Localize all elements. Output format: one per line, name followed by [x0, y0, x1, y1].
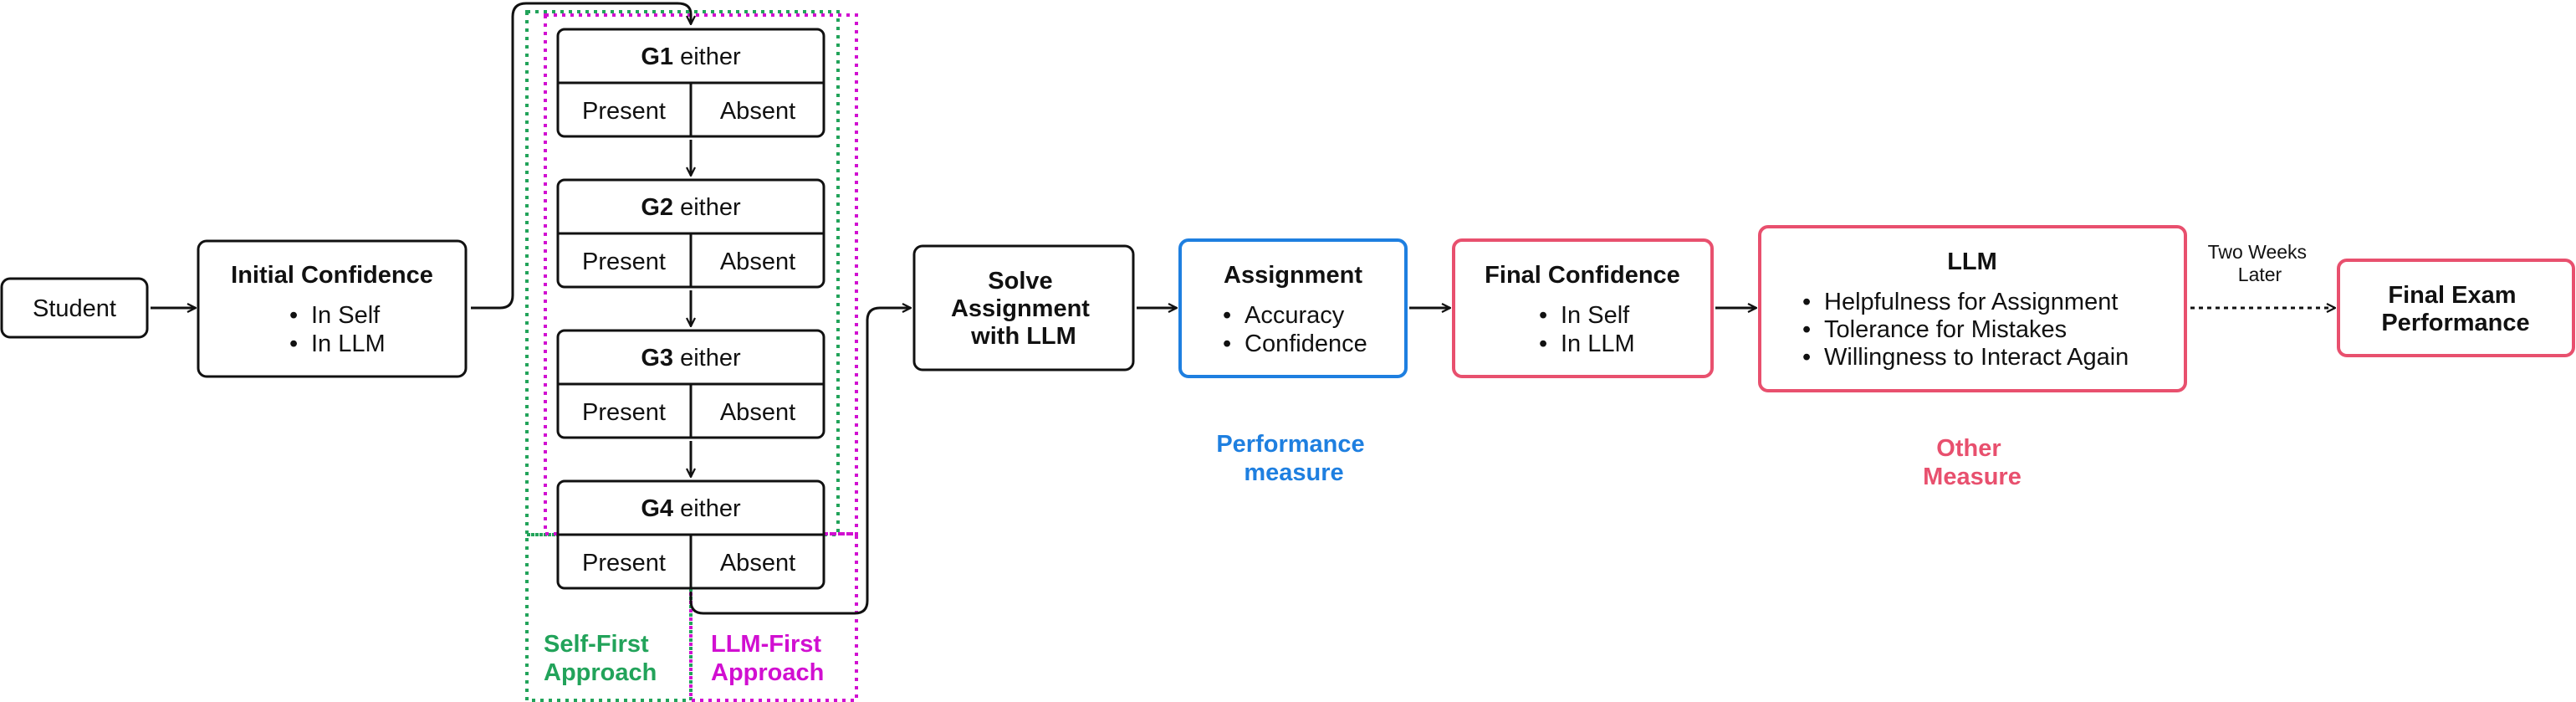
final-confidence-box — [1452, 238, 1714, 378]
g4-group: G4 either Present Absent — [556, 479, 825, 590]
student-box — [0, 277, 149, 339]
g1-group: G1 either Present Absent — [556, 28, 825, 138]
g2-group: G2 either Present Absent — [556, 178, 825, 289]
llm-first-region — [544, 13, 858, 535]
assignment-title: Assignment — [1224, 262, 1362, 289]
final-exam-label: Final Exam Performance — [2381, 282, 2529, 336]
g2-present: Present — [582, 249, 666, 275]
llm-title: LLM — [1947, 249, 1997, 275]
final-exam-box — [2337, 259, 2575, 357]
llm-first-label: LLM-First Approach — [711, 631, 828, 686]
g3-group: G3 either Present Absent — [556, 329, 825, 439]
final-confidence-item-2: In LLM — [1561, 331, 1635, 357]
g2-absent: Absent — [720, 249, 795, 275]
llm-bullet-3: • — [1802, 344, 1811, 371]
initial-confidence-title: Initial Confidence — [231, 262, 433, 289]
g4-present: Present — [582, 550, 666, 576]
assignment-bullet-2: • — [1223, 331, 1231, 357]
initial-confidence-item-2: In LLM — [311, 331, 386, 357]
arrow-initial-to-g1 — [471, 2, 691, 310]
self-first-label: Self-First Approach — [544, 631, 657, 686]
assignment-item-1: Accuracy — [1245, 302, 1345, 329]
final-confidence-title: Final Confidence — [1485, 262, 1680, 289]
g1-header: G1 either — [641, 44, 741, 70]
initial-confidence-item-1: In Self — [311, 302, 381, 329]
final-confidence-item-1: In Self — [1561, 302, 1630, 329]
g4-absent: Absent — [720, 550, 795, 576]
g1-present: Present — [582, 98, 666, 125]
final-confidence-bullet-2: • — [1539, 331, 1547, 357]
assignment-bullet-1: • — [1223, 302, 1231, 329]
g4-header: G4 either — [641, 495, 741, 522]
assignment-box — [1178, 238, 1408, 378]
arrow-g4-to-solve — [689, 308, 911, 615]
solve-box — [912, 244, 1135, 371]
student-label: Student — [33, 295, 116, 322]
llm-item-2: Tolerance for Mistakes — [1824, 316, 2067, 343]
initial-confidence-bullet-1: • — [289, 302, 298, 329]
final-confidence-bullet-1: • — [1539, 302, 1547, 329]
llm-item-3: Willingness to Interact Again — [1824, 344, 2129, 371]
llm-bullet-2: • — [1802, 316, 1811, 343]
assignment-item-2: Confidence — [1245, 331, 1367, 357]
llm-bullet-1: • — [1802, 289, 1811, 315]
g3-header: G3 either — [641, 345, 741, 371]
g2-header: G2 either — [641, 194, 741, 221]
solve-label: Solve Assignment with LLM — [951, 268, 1096, 350]
llm-box — [1758, 225, 2187, 392]
delay-label: Two Weeks Later — [2208, 241, 2313, 285]
g3-absent: Absent — [720, 399, 795, 426]
performance-measure-label: Performance measure — [1216, 431, 1371, 486]
initial-confidence-box — [197, 239, 468, 378]
initial-confidence-bullet-2: • — [289, 331, 298, 357]
other-measure-label: Other Measure — [1923, 435, 2021, 490]
g1-absent: Absent — [720, 98, 795, 125]
llm-item-1: Helpfulness for Assignment — [1824, 289, 2118, 315]
g3-present: Present — [582, 399, 666, 426]
self-first-region-extension — [525, 533, 693, 702]
